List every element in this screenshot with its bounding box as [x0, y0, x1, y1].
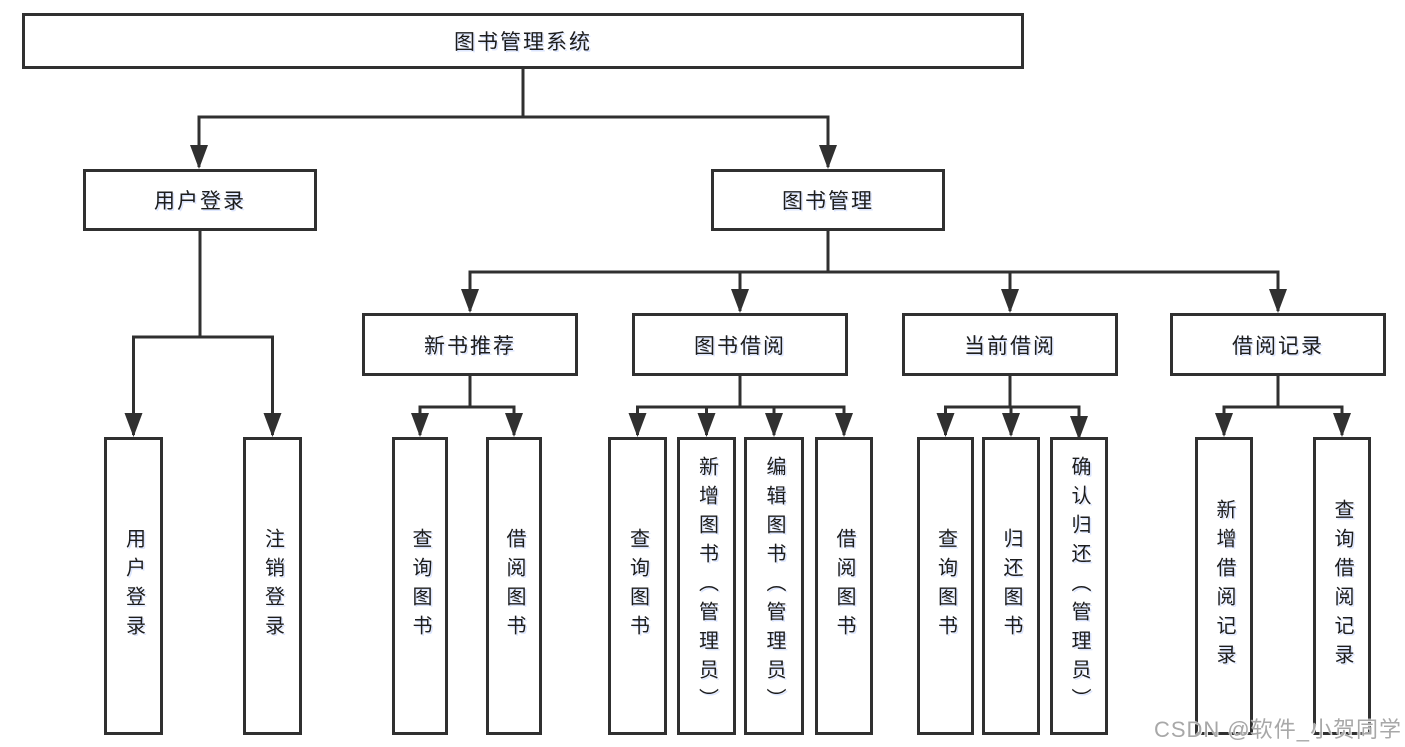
node-borrow-records: 借阅记录 [1170, 313, 1386, 376]
node-current-borrow: 当前借阅 [902, 313, 1118, 376]
csdn-watermark: CSDN @软件_小贺同学 [1153, 717, 1402, 742]
branch-book-management [461, 231, 1287, 313]
leaf-edit-book-admin: 编辑图书（管理员） [744, 437, 804, 735]
leaf-add-book-admin: 新增图书（管理员） [677, 437, 736, 735]
leaf-confirm-return-admin: 确认归还（管理员） [1050, 437, 1108, 735]
leaf-add-borrow-record: 新增借阅记录 [1195, 437, 1253, 735]
leaf-return-book: 归还图书 [982, 437, 1040, 735]
leaf-borrow-books-recommend: 借阅图书 [486, 437, 542, 735]
leaf-logout-login: 注销登录 [243, 437, 302, 735]
leaf-query-books-current: 查询图书 [917, 437, 974, 735]
branch-root [190, 69, 837, 169]
branch-current-borrow [936, 376, 1088, 440]
leaf-query-books-borrow: 查询图书 [608, 437, 667, 735]
node-book-management: 图书管理 [711, 169, 945, 231]
branch-user-login [124, 231, 282, 437]
branch-borrow-records [1215, 376, 1351, 437]
node-library-management-system: 图书管理系统 [22, 13, 1024, 69]
node-new-book-recommend: 新书推荐 [362, 313, 578, 376]
branch-book-borrow [628, 376, 853, 437]
leaf-query-borrow-record: 查询借阅记录 [1313, 437, 1371, 735]
leaf-user-login: 用户登录 [104, 437, 163, 735]
node-book-borrow: 图书借阅 [632, 313, 848, 376]
leaf-borrow-books: 借阅图书 [815, 437, 873, 735]
node-user-login: 用户登录 [83, 169, 317, 231]
branch-new-book-recommend [411, 376, 523, 437]
leaf-query-books-recommend: 查询图书 [392, 437, 448, 735]
